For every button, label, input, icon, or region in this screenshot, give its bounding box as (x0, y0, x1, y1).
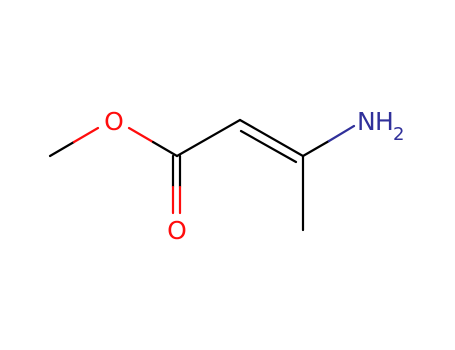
bond-ester-oxygen-carbonyl-carbon (127, 126, 179, 158)
ester-oxygen-label: O (104, 107, 124, 136)
bond-carbonyl-double (171, 154, 182, 215)
amine-hydrogen-label: H (375, 107, 394, 136)
amine-nitrogen-label: N (357, 107, 376, 136)
amine-hydrogen-count: 2 (393, 124, 404, 145)
amine-label: N H 2 (357, 107, 404, 145)
bond-methyl-ester-oxygen (48, 126, 100, 158)
bond-carbonyl-alpha-carbon (175, 118, 242, 158)
bond-alkene-double (238, 118, 305, 164)
carbonyl-oxygen-label: O (167, 216, 187, 245)
bond-beta-carbon-amine (301, 124, 356, 158)
